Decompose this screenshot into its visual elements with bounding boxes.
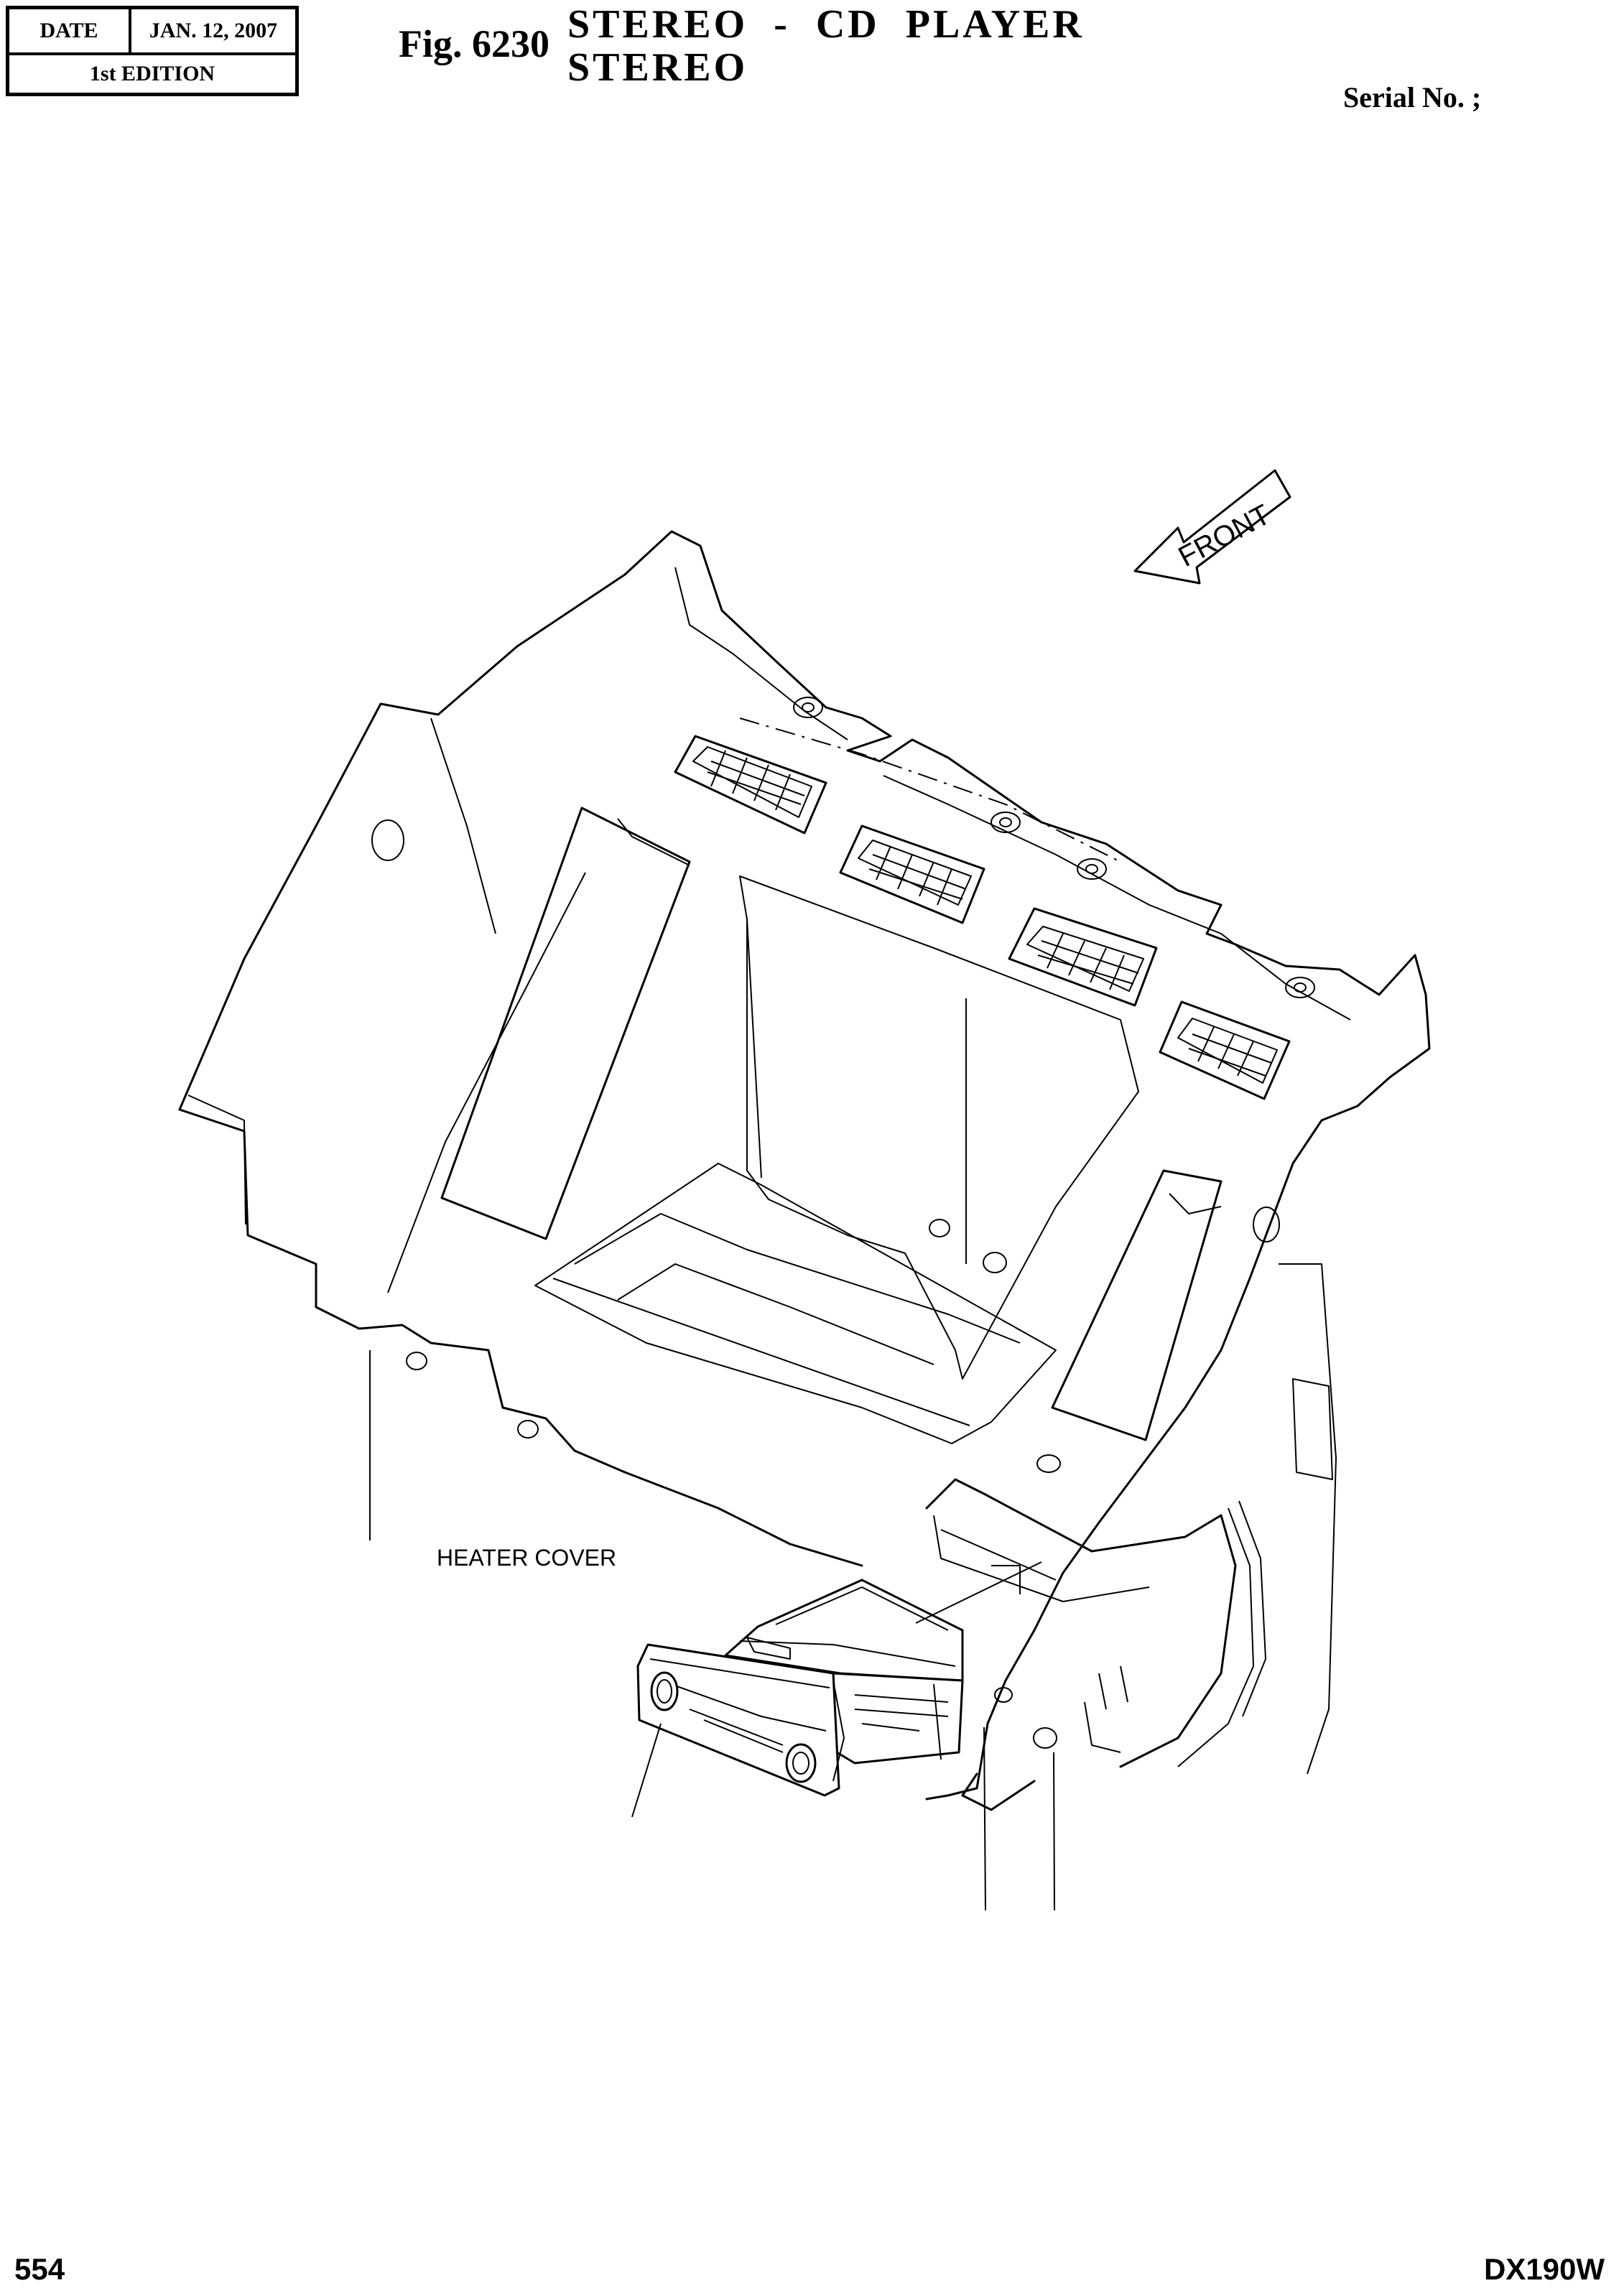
air-vent-4 bbox=[1159, 1000, 1291, 1100]
heater-cover-label: HEATER COVER bbox=[437, 1545, 616, 1571]
air-vent-3 bbox=[1008, 907, 1158, 1007]
figure-number: Fig. 6230 bbox=[399, 22, 549, 65]
leader-lines bbox=[631, 1561, 1042, 1818]
support-posts bbox=[369, 1350, 1055, 1911]
date-value: JAN. 12, 2007 bbox=[149, 19, 278, 42]
page-number: 554 bbox=[14, 2252, 65, 2286]
cd-player bbox=[636, 1579, 964, 1797]
air-vent-1 bbox=[674, 735, 827, 835]
air-vents bbox=[674, 735, 1291, 1100]
page-subtitle: STEREO bbox=[567, 45, 748, 90]
front-direction-arrow: FRONT bbox=[1133, 469, 1291, 585]
page-title: STEREO - CD PLAYER bbox=[567, 2, 1085, 47]
air-vent-2 bbox=[839, 824, 985, 924]
date-row: DATE JAN. 12, 2007 bbox=[9, 9, 295, 55]
heater-cover bbox=[925, 1263, 1337, 1775]
cab-panel bbox=[178, 530, 1431, 1800]
model-label: DX190W bbox=[1483, 2252, 1605, 2286]
edition-label: 1st EDITION bbox=[89, 62, 215, 85]
date-label: DATE bbox=[9, 9, 131, 52]
serial-number-label: Serial No. ; bbox=[1343, 81, 1482, 113]
right-storage-pocket bbox=[1051, 1169, 1223, 1441]
left-storage-compartment bbox=[440, 807, 1139, 1444]
date-edition-box: DATE JAN. 12, 2007 1st EDITION bbox=[6, 6, 299, 96]
fasteners bbox=[406, 697, 1315, 1749]
